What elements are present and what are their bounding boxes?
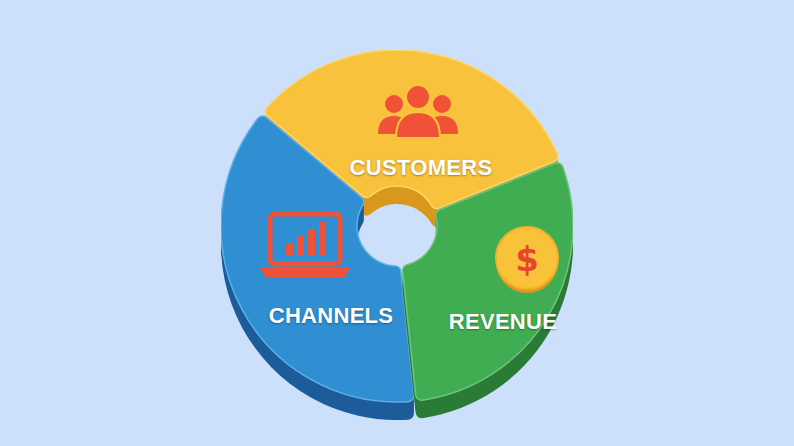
- customers-icon: [378, 85, 458, 138]
- currency-symbol: $: [515, 239, 539, 279]
- segment-label: REVENUE: [449, 309, 557, 335]
- segment-label: CHANNELS: [269, 303, 394, 329]
- segment-face: [403, 163, 573, 400]
- channels-laptop-icon: [260, 214, 350, 278]
- revenue-coin-icon: [496, 227, 558, 293]
- segment-label: CUSTOMERS: [350, 155, 493, 181]
- segment-face: [221, 116, 414, 402]
